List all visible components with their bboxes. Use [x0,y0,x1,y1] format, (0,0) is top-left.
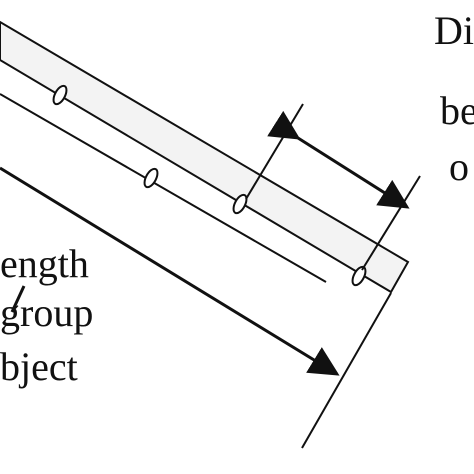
length-label-line1: ength [0,241,89,286]
object-lower-edge-line [0,93,327,283]
extension-line-right [361,175,421,271]
length-label-line2: group [0,290,93,335]
extension-line-bottom [301,292,392,449]
object-hole-2 [143,167,159,189]
distance-label-line2: be [440,88,474,133]
distance-label-line3: o [449,144,469,189]
object-hole-3 [232,193,248,215]
length-label-line3: bject [0,344,78,389]
distance-arrow [267,110,410,209]
distance-label-line1: Di [434,8,474,53]
object-hole-1 [52,84,68,106]
label-slash-mark [10,285,26,313]
length-arrow [0,166,340,376]
